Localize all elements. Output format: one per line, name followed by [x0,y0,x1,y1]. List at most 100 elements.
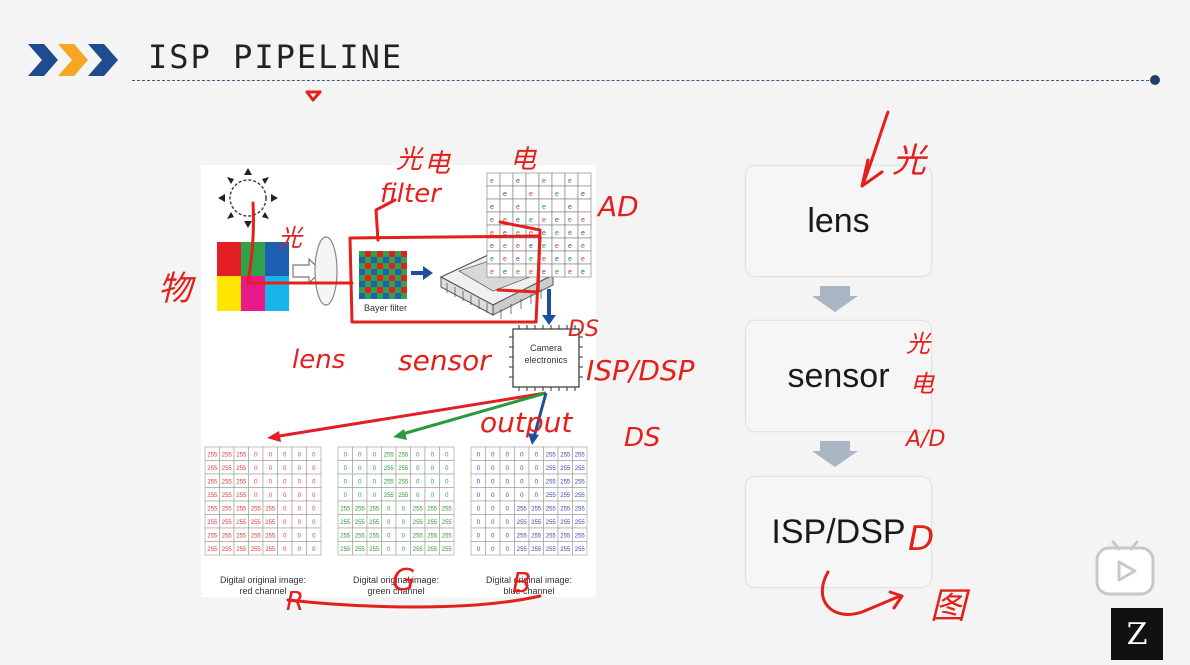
channel-cell-value: 255 [340,507,351,513]
channel-cell-value: 0 [298,453,302,459]
channel-cell-value: 0 [344,493,348,499]
channel-cell-value: 255 [560,507,571,513]
channel-cell-value: 0 [477,480,481,486]
channel-cell-value: 0 [373,466,377,472]
channel-cell-value: 0 [254,466,258,472]
channel-cell-value: 0 [312,466,316,472]
channel-cell-value: 255 [236,453,247,459]
bayer-cell [389,287,395,293]
channel-cell-value: 0 [358,480,362,486]
bayer-cell [371,281,377,287]
electron-symbol: e [542,217,546,224]
electron-symbol: e [503,243,507,250]
channel-cell-value: 0 [358,466,362,472]
bayer-cell [383,263,389,269]
bayer-cell [401,287,407,293]
channel-cell-value: 0 [506,534,510,540]
bayer-cell [359,257,365,263]
output-arrows [267,391,548,445]
bayer-cell [365,275,371,281]
channel-cell-value: 255 [517,534,528,540]
camera-electronics-label-line2: electronics [524,355,568,365]
electron-symbol: e [555,243,559,250]
channel-cell-value: 0 [269,466,273,472]
channel-cell-value: 255 [251,507,262,513]
bayer-cell [389,263,395,269]
channel-cell-value: 0 [491,520,495,526]
electron-symbol: e [568,230,572,237]
electron-symbol: e [490,217,494,224]
bayer-cell [365,281,371,287]
tv-play-icon[interactable] [1093,538,1157,602]
bayer-cell [359,251,365,257]
channel-cell-value: 0 [431,466,435,472]
bayer-cell [395,275,401,281]
channel-cell-value: 255 [560,520,571,526]
channel-cell-value: 255 [442,507,453,513]
bayer-cell [377,251,383,257]
channel-cell-value: 0 [520,453,524,459]
bayer-cell [401,293,407,299]
channel-cell-value: 0 [269,493,273,499]
channel-cell-value: 255 [369,507,380,513]
electron-symbol: e [581,256,585,263]
channel-cell-value: 0 [312,547,316,553]
electron-symbol: e [516,217,520,224]
bayer-cell [389,257,395,263]
channel-cell-value: 255 [531,520,542,526]
channel-cell-value: 255 [413,547,424,553]
channel-cell-value: 0 [298,534,302,540]
channel-cell-value: 255 [546,507,557,513]
channel-cell-value: 255 [384,466,395,472]
bayer-cell [371,263,377,269]
channel-cell-value: 0 [445,480,449,486]
bayer-cell [371,269,377,275]
channel-cell-value: 0 [312,480,316,486]
channel-cell-value: 255 [560,547,571,553]
electron-symbol: e [490,230,494,237]
channel-cell-value: 255 [517,507,528,513]
channel-caption-line1: Digital original image: [220,575,306,585]
rgb-brace [286,594,542,609]
channel-cell-value: 255 [384,453,395,459]
channel-cell-value: 0 [520,466,524,472]
channel-cell-value: 255 [398,480,409,486]
channel-cell-value: 255 [442,547,453,553]
bayer-cell [377,257,383,263]
electron-symbol: e [542,256,546,263]
electron-symbol: e [490,256,494,263]
flow-arrow-down-icon [812,286,858,312]
channel-cell-value: 0 [373,493,377,499]
electron-symbol: e [581,191,585,198]
channel-cell-value: 0 [298,507,302,513]
channel-cell-value: 255 [222,547,233,553]
channel-cell-value: 255 [340,520,351,526]
bayer-cell [395,287,401,293]
electron-symbol: e [529,217,533,224]
channel-cell-value: 0 [491,480,495,486]
bayer-cell [383,287,389,293]
channel-cell-value: 0 [283,547,287,553]
pixel-cell [499,198,514,213]
channel-cell-value: 255 [355,520,366,526]
channel-cell-value: 255 [236,507,247,513]
bayer-cell [383,269,389,275]
electron-symbol: e [490,269,494,276]
bayer-cell [377,281,383,287]
channel-cell-value: 255 [560,480,571,486]
bayer-cell [377,287,383,293]
channel-cell-value: 255 [517,547,528,553]
channel-cell-value: 0 [445,493,449,499]
channel-cell-value: 0 [283,534,287,540]
channel-cell-value: 255 [398,466,409,472]
channel-cell-value: 0 [254,480,258,486]
channel-cell-value: 0 [445,453,449,459]
annot-ad: AD [596,190,639,223]
channel-cell-value: 255 [207,520,218,526]
lens-icon [314,236,338,306]
electron-symbol: e [555,269,559,276]
